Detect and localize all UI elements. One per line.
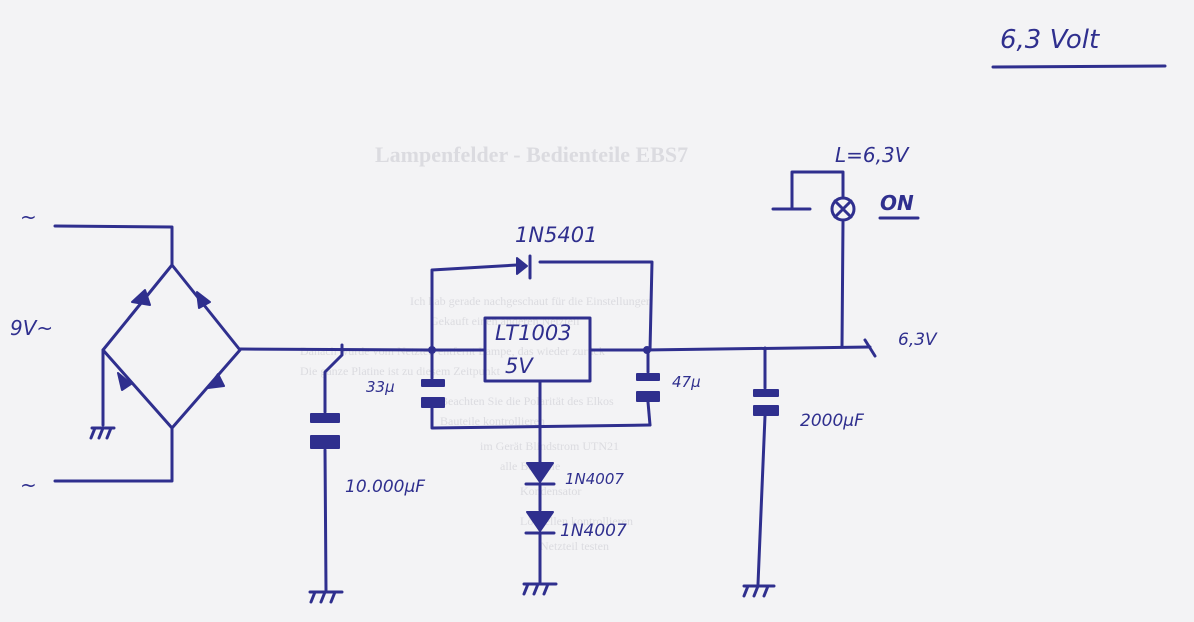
capacitor-label: 10.000µF xyxy=(345,477,425,497)
diode-symbol xyxy=(516,257,528,275)
lamp-cross xyxy=(833,199,853,219)
output-capacitor: 2000µF xyxy=(742,346,864,598)
capacitor-plate xyxy=(753,405,779,416)
dc-rail-output xyxy=(588,345,872,352)
wire xyxy=(323,448,328,592)
regulator-box xyxy=(483,316,592,383)
capacitor-plate xyxy=(636,391,660,402)
input-capacitor: 10.000µF xyxy=(308,343,425,604)
regulator-capacitors: 33µ 47µ xyxy=(366,346,701,430)
lamp-state-label: ON xyxy=(880,191,914,215)
output-terminal xyxy=(863,338,877,358)
diode-symbol xyxy=(526,462,554,483)
show-through-line: Netzteil testen xyxy=(540,539,609,553)
dc-rail-input xyxy=(238,347,487,352)
wire xyxy=(646,400,652,427)
wire xyxy=(430,406,652,430)
ground-symbol xyxy=(89,426,116,440)
wire xyxy=(323,343,344,414)
output-voltage-label: 6,3V xyxy=(898,330,938,350)
capacitor-plate xyxy=(636,373,660,381)
capacitor-plate xyxy=(753,389,779,397)
diode-label: 1N4007 xyxy=(560,521,627,541)
diode-label: 1N4007 xyxy=(565,470,624,488)
diode-string: 1N4007 1N4007 xyxy=(522,423,627,596)
show-through-line: im Gerät Blindstrom UTN21 xyxy=(480,439,619,453)
ground-symbol xyxy=(742,584,776,598)
capacitor-plate xyxy=(310,413,340,423)
lamp-wire xyxy=(840,220,845,349)
diode-symbol xyxy=(207,373,225,389)
ac-symbol-bottom: ~ xyxy=(20,473,37,497)
show-through-heading: Lampenfelder - Bedienteile EBS7 xyxy=(375,142,688,167)
capacitor-plate xyxy=(421,379,445,387)
lamp-label: L=6,3V xyxy=(835,143,910,167)
output-and-lamp: 6,3V L=6,3V ON xyxy=(771,143,938,358)
show-through-line: Die ganze Platine ist zu diesem Zeitpunk… xyxy=(300,364,501,378)
show-through-line: Bauteile kontrollieren xyxy=(440,414,545,428)
regulator-name: LT1003 xyxy=(495,321,572,345)
capacitor-plate xyxy=(310,435,340,449)
capacitor-label: 47µ xyxy=(672,373,701,391)
ac-wire-top xyxy=(53,224,174,267)
ground-symbol xyxy=(308,590,344,604)
show-through-line: Kondensator xyxy=(520,484,581,498)
bypass-diode-label: 1N5401 xyxy=(515,223,598,247)
show-through-text: Lampenfelder - Bedienteile EBS7 Ich hab … xyxy=(300,142,688,553)
show-through-line: Ich hab gerade nachgeschaut für die Eins… xyxy=(410,294,652,308)
wire xyxy=(756,414,767,586)
voltage-regulator: LT1003 5V xyxy=(483,316,592,427)
ac-voltage-label: 9V~ xyxy=(10,316,53,340)
title-underline xyxy=(991,64,1167,69)
capacitor-label: 2000µF xyxy=(800,411,864,431)
bypass-diode: 1N5401 xyxy=(430,223,654,352)
show-through-line: Beachten Sie die Polarität des Elkos xyxy=(440,394,614,408)
lamp-switch-wire xyxy=(790,170,845,210)
capacitor-label: 33µ xyxy=(366,378,395,396)
diode-symbol xyxy=(526,511,554,532)
schematic-title: 6,3 Volt xyxy=(1000,25,1100,55)
diode-symbol xyxy=(117,372,132,391)
bridge-diamond xyxy=(101,263,242,430)
capacitor-plate xyxy=(421,397,445,408)
diode-symbol xyxy=(196,291,211,309)
diode-symbol xyxy=(131,289,151,306)
ground-symbol xyxy=(522,582,558,596)
ac-symbol-top: ~ xyxy=(20,205,37,229)
bridge-rectifier: ~ ~ 9V~ xyxy=(10,205,242,497)
regulator-voltage: 5V xyxy=(505,354,534,378)
ac-wire-bottom xyxy=(53,426,174,483)
wire xyxy=(430,260,654,352)
